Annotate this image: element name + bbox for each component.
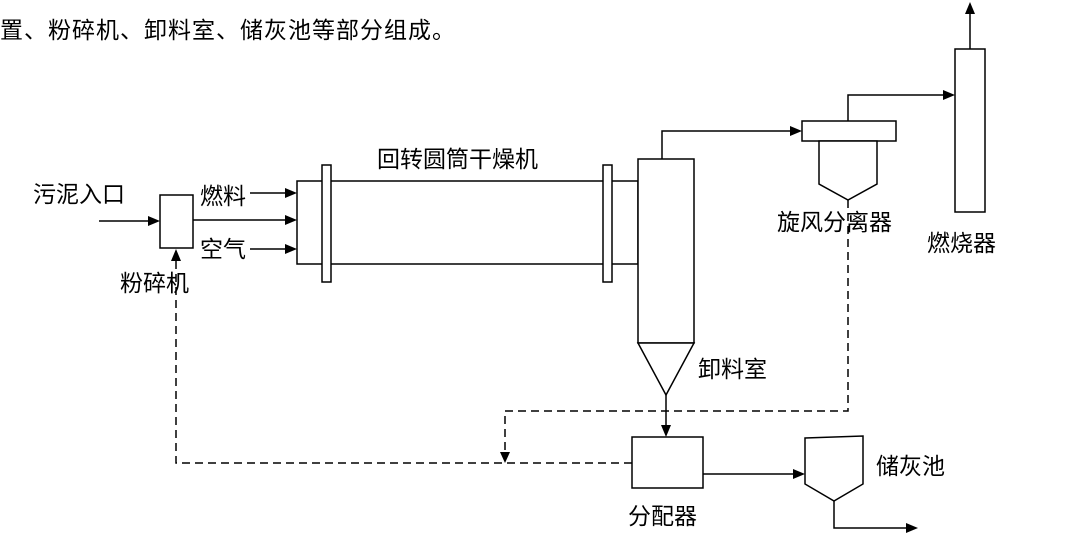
- sludge-inlet-arrow: [99, 216, 160, 226]
- ash-pool-outlet-arrow: [833, 501, 918, 533]
- crusher-label: 粉碎机: [120, 271, 189, 297]
- distributor-box: [631, 436, 704, 489]
- sludge-inlet-label: 污泥入口: [33, 182, 125, 208]
- discharge-chamber: [636, 158, 696, 397]
- distributor-recycle-dashed-line: [171, 249, 632, 464]
- intro-text: 置、粉碎机、卸料室、储灰池等部分组成。: [0, 18, 456, 44]
- cyclone-separator: [801, 120, 897, 201]
- cyclone-separator-label: 旋风分离器: [777, 210, 892, 236]
- ash-pool-label: 储灰池: [876, 454, 945, 480]
- crushed-sludge-arrow: [193, 215, 297, 225]
- rotary-dryer: [296, 164, 639, 283]
- distributor-label: 分配器: [628, 504, 697, 530]
- discharge-to-distributor-line: [661, 395, 671, 437]
- cyclone-to-burner-line: [847, 90, 955, 121]
- cyclone-recycle-dashed-line: [500, 200, 849, 463]
- burner-box: [954, 48, 986, 213]
- air-arrow: [250, 244, 297, 254]
- dryer-flange-right: [602, 164, 613, 283]
- crusher-box: [159, 194, 194, 249]
- rotary-dryer-label: 回转圆筒干燥机: [377, 147, 538, 173]
- fuel-label: 燃料: [200, 184, 246, 210]
- burner-exhaust-arrow: [965, 2, 975, 49]
- burner-label: 燃烧器: [927, 231, 996, 257]
- fuel-arrow: [250, 188, 297, 198]
- ash-pool: [804, 435, 864, 502]
- air-label: 空气: [200, 237, 246, 263]
- discharge-chamber-label: 卸料室: [698, 357, 767, 383]
- discharge-to-cyclone-line: [661, 126, 802, 159]
- distributor-to-ash-pool-line: [703, 469, 805, 479]
- dryer-flange-left: [321, 164, 332, 283]
